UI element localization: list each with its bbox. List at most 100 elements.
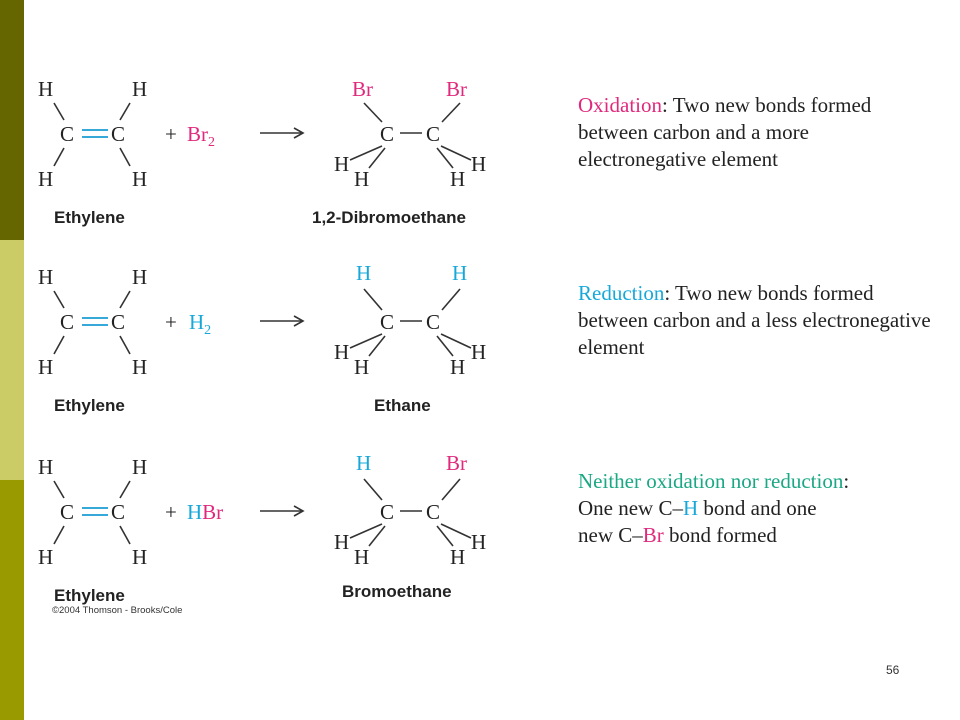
bond [368, 335, 386, 357]
atom-h: H [450, 545, 465, 569]
arrow-head-icon [293, 315, 305, 327]
atom-h: H [132, 455, 147, 479]
atom-c: C [60, 500, 74, 524]
atom-h: H [450, 167, 465, 191]
atom-h: H [450, 355, 465, 379]
atom-c: C [426, 500, 440, 524]
reagent: H2 [189, 310, 211, 338]
bond [53, 102, 65, 121]
reaction-3: H H C C H H Ethylene + HBr H Br C C H H … [38, 451, 486, 605]
bond [440, 145, 472, 161]
atom-c: C [111, 122, 125, 146]
product-name: Bromoethane [342, 582, 452, 601]
desc-text: new C– [578, 523, 643, 547]
desc-br: Br [642, 523, 664, 547]
atom-c: C [380, 122, 394, 146]
desc-heading: Neither oxidation nor reduction [578, 469, 844, 493]
bond [349, 333, 383, 349]
atom-h: H [38, 355, 53, 379]
bond [119, 147, 131, 167]
bond [363, 288, 383, 311]
plus-sign: + [165, 122, 177, 146]
arrow-head-icon [293, 127, 305, 139]
atom-h: H [38, 455, 53, 479]
bond [53, 290, 65, 309]
bond [53, 480, 65, 499]
bond [440, 523, 472, 539]
oxidation-description: Oxidation: Two new bonds formed between … [578, 92, 938, 173]
bond [119, 102, 131, 121]
product-name: 1,2-Dibromoethane [312, 208, 466, 227]
bond [436, 147, 454, 169]
atom-h: H [132, 355, 147, 379]
bond [119, 335, 131, 355]
desc-heading: Oxidation [578, 93, 662, 117]
copyright-notice: ©2004 Thomson - Brooks/Cole [52, 605, 183, 616]
atom-h: H [132, 545, 147, 569]
desc-text: : Two new bonds formed between carbon an… [578, 93, 872, 171]
reagent: Br2 [187, 122, 215, 150]
substituent-left: H [356, 261, 371, 285]
bond [53, 525, 65, 545]
bond [441, 288, 461, 311]
bond [363, 102, 383, 123]
sidebar [0, 0, 24, 720]
atom-h: H [354, 167, 369, 191]
plus-sign: + [165, 500, 177, 524]
bond [363, 478, 383, 501]
atom-h: H [471, 340, 486, 364]
atom-c: C [426, 310, 440, 334]
bond [441, 478, 461, 501]
reaction-1: H H C C H H Ethylene + Br2 Br Br C C H H… [38, 77, 486, 227]
bond [53, 147, 65, 167]
atom-h: H [132, 77, 147, 101]
reagent: HBr [187, 500, 223, 524]
neither-description: Neither oxidation nor reduction: One new… [578, 468, 938, 549]
desc-colon: : [843, 469, 850, 493]
atom-h: H [334, 530, 349, 554]
atom-h: H [38, 545, 53, 569]
arrow-head-icon [293, 505, 305, 517]
bond [119, 525, 131, 545]
reactant-name: Ethylene [54, 396, 125, 415]
desc-text: bond and one [698, 496, 817, 520]
atom-h: H [132, 167, 147, 191]
atom-c: C [60, 122, 74, 146]
reactant-name: Ethylene [54, 586, 125, 605]
page-number: 56 [886, 663, 900, 677]
bond [349, 523, 383, 539]
sidebar-block-bottom [0, 480, 24, 720]
atom-c: C [380, 500, 394, 524]
bond [368, 147, 386, 169]
reactant-name: Ethylene [54, 208, 125, 227]
reaction-2: H H C C H H Ethylene + H2 H H C C H H H … [38, 261, 486, 415]
desc-text: bond formed [663, 523, 777, 547]
bond [119, 290, 131, 309]
plus-sign: + [165, 310, 177, 334]
bond [349, 145, 383, 161]
atom-h: H [471, 152, 486, 176]
atom-c: C [426, 122, 440, 146]
substituent-left: H [356, 451, 371, 475]
product-name: Ethane [374, 396, 431, 415]
bond [440, 333, 472, 349]
sidebar-block-top [0, 0, 24, 240]
atom-h: H [38, 265, 53, 289]
atom-h: H [354, 355, 369, 379]
substituent-right: Br [446, 77, 467, 101]
atom-h: H [334, 340, 349, 364]
atom-h: H [334, 152, 349, 176]
sidebar-block-middle [0, 240, 24, 480]
bond [436, 335, 454, 357]
atom-h: H [38, 77, 53, 101]
bond [53, 335, 65, 355]
reduction-description: Reduction: Two new bonds formed between … [578, 280, 938, 361]
atom-h: H [471, 530, 486, 554]
bond [368, 525, 386, 547]
bond [436, 525, 454, 547]
desc-h: H [682, 496, 699, 520]
atom-c: C [60, 310, 74, 334]
atom-h: H [132, 265, 147, 289]
bond [119, 480, 131, 499]
substituent-left: Br [352, 77, 373, 101]
